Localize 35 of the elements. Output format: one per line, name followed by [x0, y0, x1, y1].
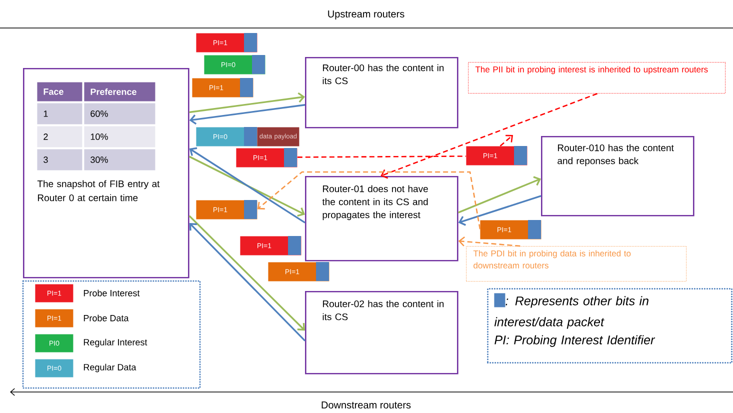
note-box: The PII bit in probing interest is inherited to upstream routers	[468, 62, 726, 94]
table-cell: 2	[37, 126, 82, 148]
table-cell: 1	[37, 103, 82, 124]
arrow	[458, 195, 542, 226]
arrow	[380, 93, 598, 179]
arrow	[188, 215, 305, 331]
arrow	[189, 92, 305, 114]
axis-title: Downstream routers	[322, 402, 411, 408]
table-cell: 3	[37, 149, 82, 170]
legend-text: Regular Interest	[84, 338, 148, 348]
arrow	[500, 134, 513, 146]
router-box: Router-010 has the content and reponses back	[541, 136, 694, 216]
arrow	[188, 156, 305, 217]
table-cell: 10%	[84, 126, 156, 148]
arrow	[189, 147, 306, 224]
note-box	[487, 288, 732, 364]
arrow	[458, 176, 541, 214]
note-text: PI: Probing Interest Identifier	[494, 335, 656, 347]
table-cell: 60%	[84, 103, 156, 124]
legend-text: Regular Data	[84, 364, 136, 372]
legend-text: Probe Data	[84, 314, 129, 322]
note-box: The PDI bit in probing data is inherited to downstream routers	[466, 246, 687, 282]
table-cell: 30%	[84, 149, 156, 170]
router-box: Router-02 has the content in its CS	[305, 291, 458, 374]
legend-text: Probe Interest	[84, 290, 140, 296]
arrow	[257, 171, 481, 230]
arrow	[189, 222, 306, 342]
arrow	[458, 236, 520, 247]
router-box: Router-01 does not have the content in its CS and propagates the interest	[305, 176, 458, 262]
axis-title: Upstream routers	[328, 10, 404, 20]
table-header-cell: Preference	[84, 82, 156, 102]
router-box: Router-00 has the content in its CS	[305, 57, 458, 128]
arrow	[189, 104, 306, 125]
note-text: : Represents other bits in interest/data packet	[494, 293, 648, 329]
table-header-cell: Face	[37, 82, 82, 102]
